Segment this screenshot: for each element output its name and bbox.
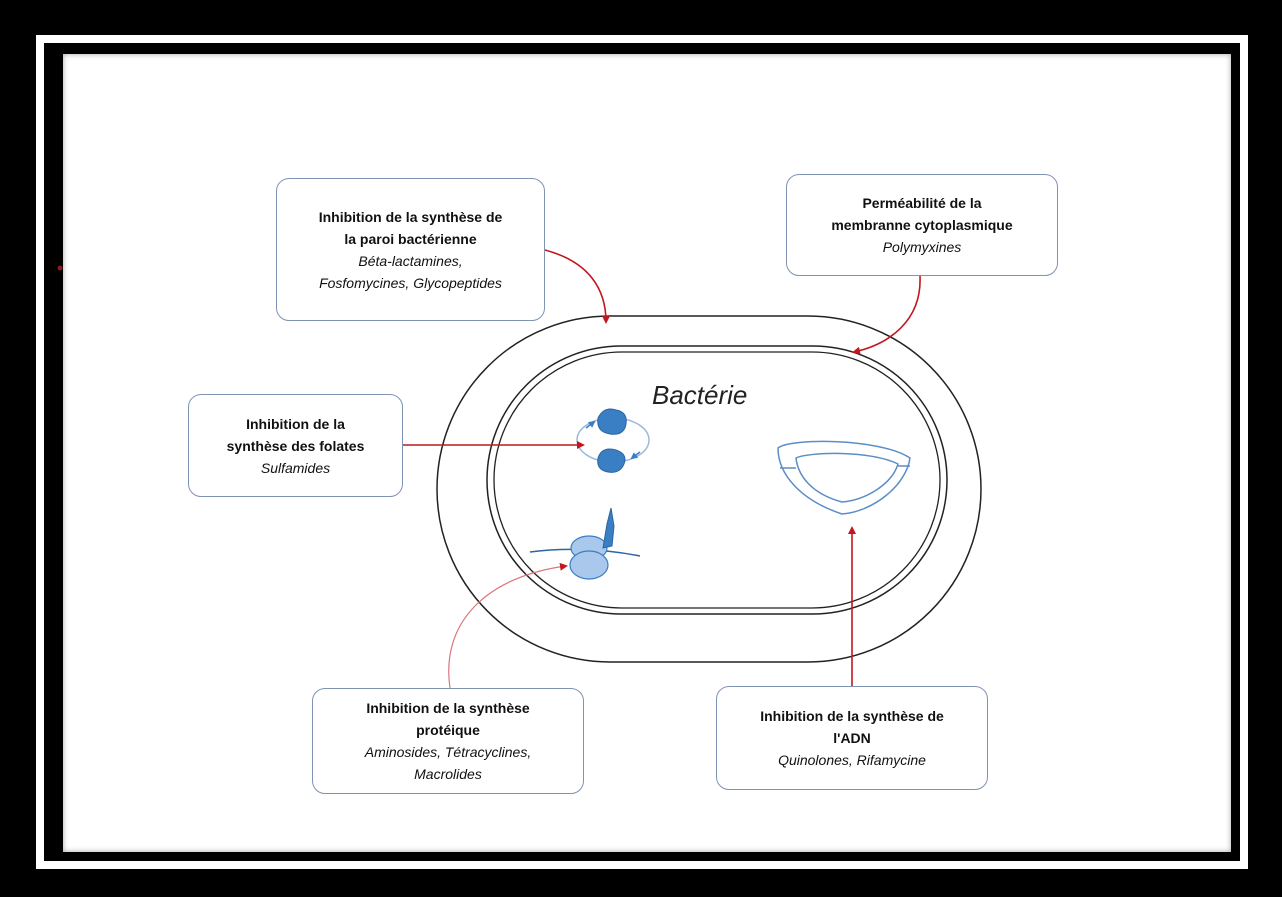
box-paroi-drugs-2: Fosfomycines, Glycopeptides — [319, 274, 502, 291]
bacterial-cell-wall — [436, 315, 982, 663]
dna-plasmid-icon — [777, 440, 911, 515]
ribosome-icon — [529, 507, 641, 580]
box-folates-synthesis: Inhibition de la synthèse des folates Su… — [188, 394, 403, 497]
box-paroi-drugs-1: Béta-lactamines, — [358, 252, 463, 269]
arrow-paroi — [544, 249, 610, 324]
box-membrane-permeability: Perméabilité de la membranne cytoplasmiq… — [786, 174, 1058, 276]
box-paroi-synthesis: Inhibition de la synthèse de la paroi ba… — [276, 178, 545, 321]
cytoplasmic-membrane-outer — [486, 345, 948, 615]
box-membrane-title-2: membranne cytoplasmique — [831, 217, 1013, 233]
box-paroi-title-2: la paroi bactérienne — [344, 230, 477, 247]
box-proteique-title-2: protéique — [416, 722, 480, 738]
edge-dot — [57, 265, 63, 271]
box-folates-title-1: Inhibition de la — [246, 415, 345, 432]
arrow-proteique — [448, 562, 568, 689]
box-adn-title-2: l'ADN — [833, 730, 871, 746]
box-dna-synthesis: Inhibition de la synthèse de l'ADN Quino… — [716, 686, 988, 790]
box-paroi-title-1: Inhibition de la synthèse de — [318, 208, 503, 225]
box-folates-drugs-1: Sulfamides — [260, 459, 331, 476]
box-membrane-title-1: Perméabilité de la — [862, 195, 982, 211]
cytoplasmic-membrane-inner — [493, 351, 941, 609]
box-proteique-drugs-1: Aminosides, Tétracyclines, — [364, 744, 532, 760]
arrow-membrane — [852, 275, 921, 355]
box-proteique-drugs-2: Macrolides — [414, 766, 482, 782]
box-adn-drugs-1: Quinolones, Rifamycine — [778, 752, 926, 768]
box-protein-synthesis: Inhibition de la synthèse protéique Amin… — [312, 688, 584, 794]
bacterium-label: Bactérie — [652, 380, 748, 410]
folate-cycle-icon — [576, 408, 650, 473]
box-proteique-title-1: Inhibition de la synthèse — [366, 700, 530, 716]
box-folates-title-2: synthèse des folates — [226, 437, 365, 454]
box-membrane-drugs-1: Polymyxines — [882, 239, 962, 255]
box-adn-title-1: Inhibition de la synthèse de — [760, 708, 944, 724]
